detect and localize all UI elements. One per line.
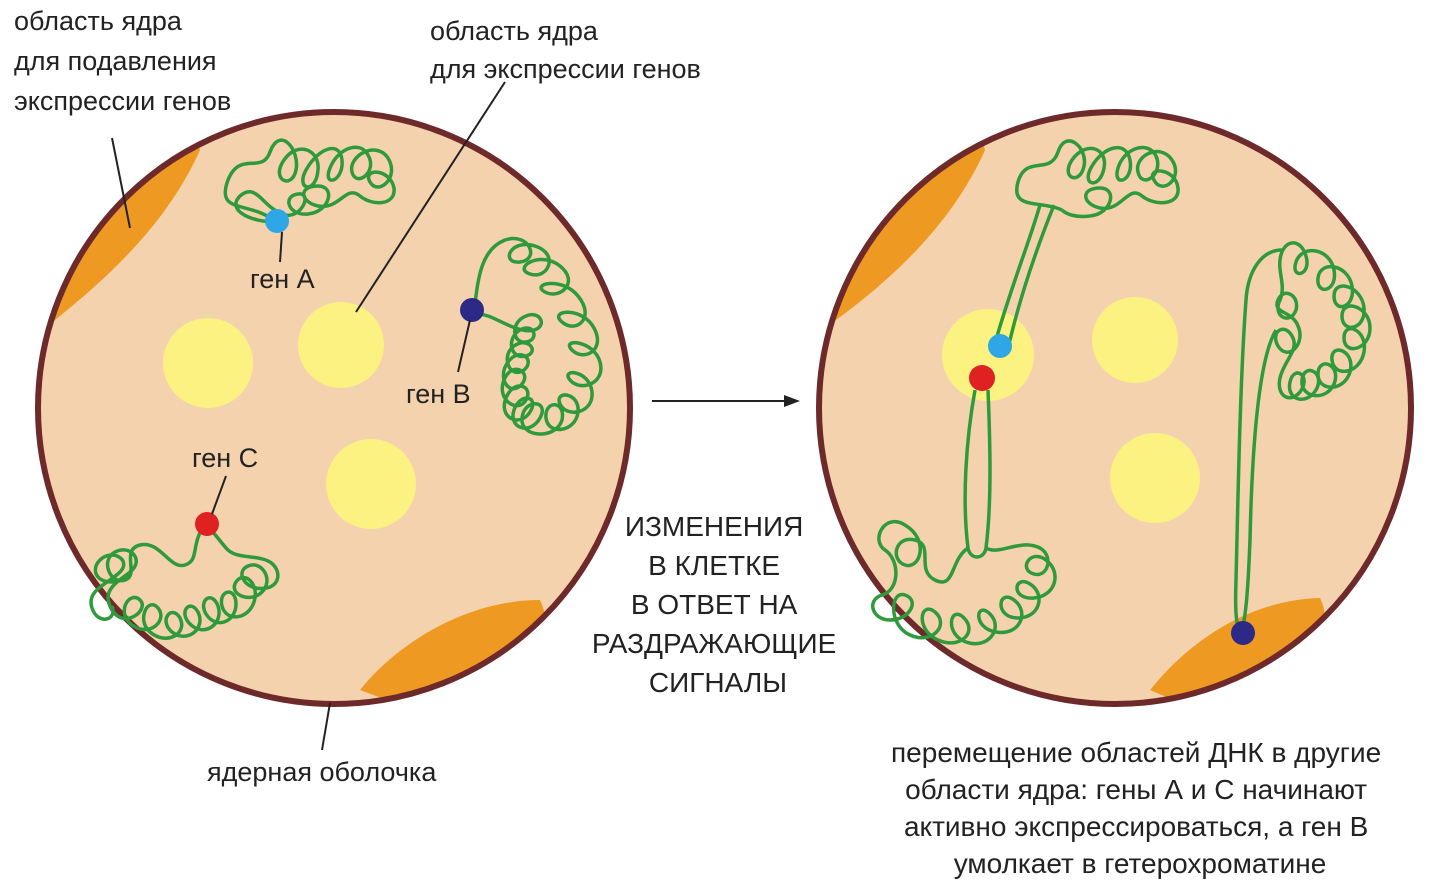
transition-label: ИЗМЕНЕНИЯ В КЛЕТКЕ В ОТВЕТ НА РАЗДРАЖАЮЩ… — [592, 511, 844, 698]
expression-spot — [1092, 297, 1178, 383]
repression-region-label: область ядра для подавления экспрессии г… — [14, 6, 231, 116]
gene-b-label: ген В — [406, 379, 471, 409]
gene-a-marker — [988, 334, 1012, 358]
transition-arrow — [652, 395, 800, 407]
gene-c-marker — [969, 365, 995, 391]
nucleus-before — [30, 112, 630, 720]
expression-spot — [1110, 433, 1200, 523]
gene-c-marker — [195, 512, 219, 536]
result-caption: перемещение областей ДНК в другие област… — [891, 737, 1389, 879]
nucleus-after — [815, 112, 1411, 720]
leader-line — [322, 703, 330, 750]
expression-spot — [326, 439, 416, 529]
gene-c-label: ген С — [192, 443, 258, 473]
gene-b-marker — [460, 298, 484, 322]
expression-region-label: область ядра для экспрессии генов — [430, 16, 701, 84]
expression-spot — [163, 318, 253, 408]
gene-a-label: ген А — [250, 264, 315, 294]
gene-b-marker — [1231, 621, 1255, 645]
expression-spot — [298, 302, 384, 388]
nuclear-envelope-label: ядерная оболочка — [207, 757, 437, 787]
gene-a-marker — [265, 209, 289, 233]
